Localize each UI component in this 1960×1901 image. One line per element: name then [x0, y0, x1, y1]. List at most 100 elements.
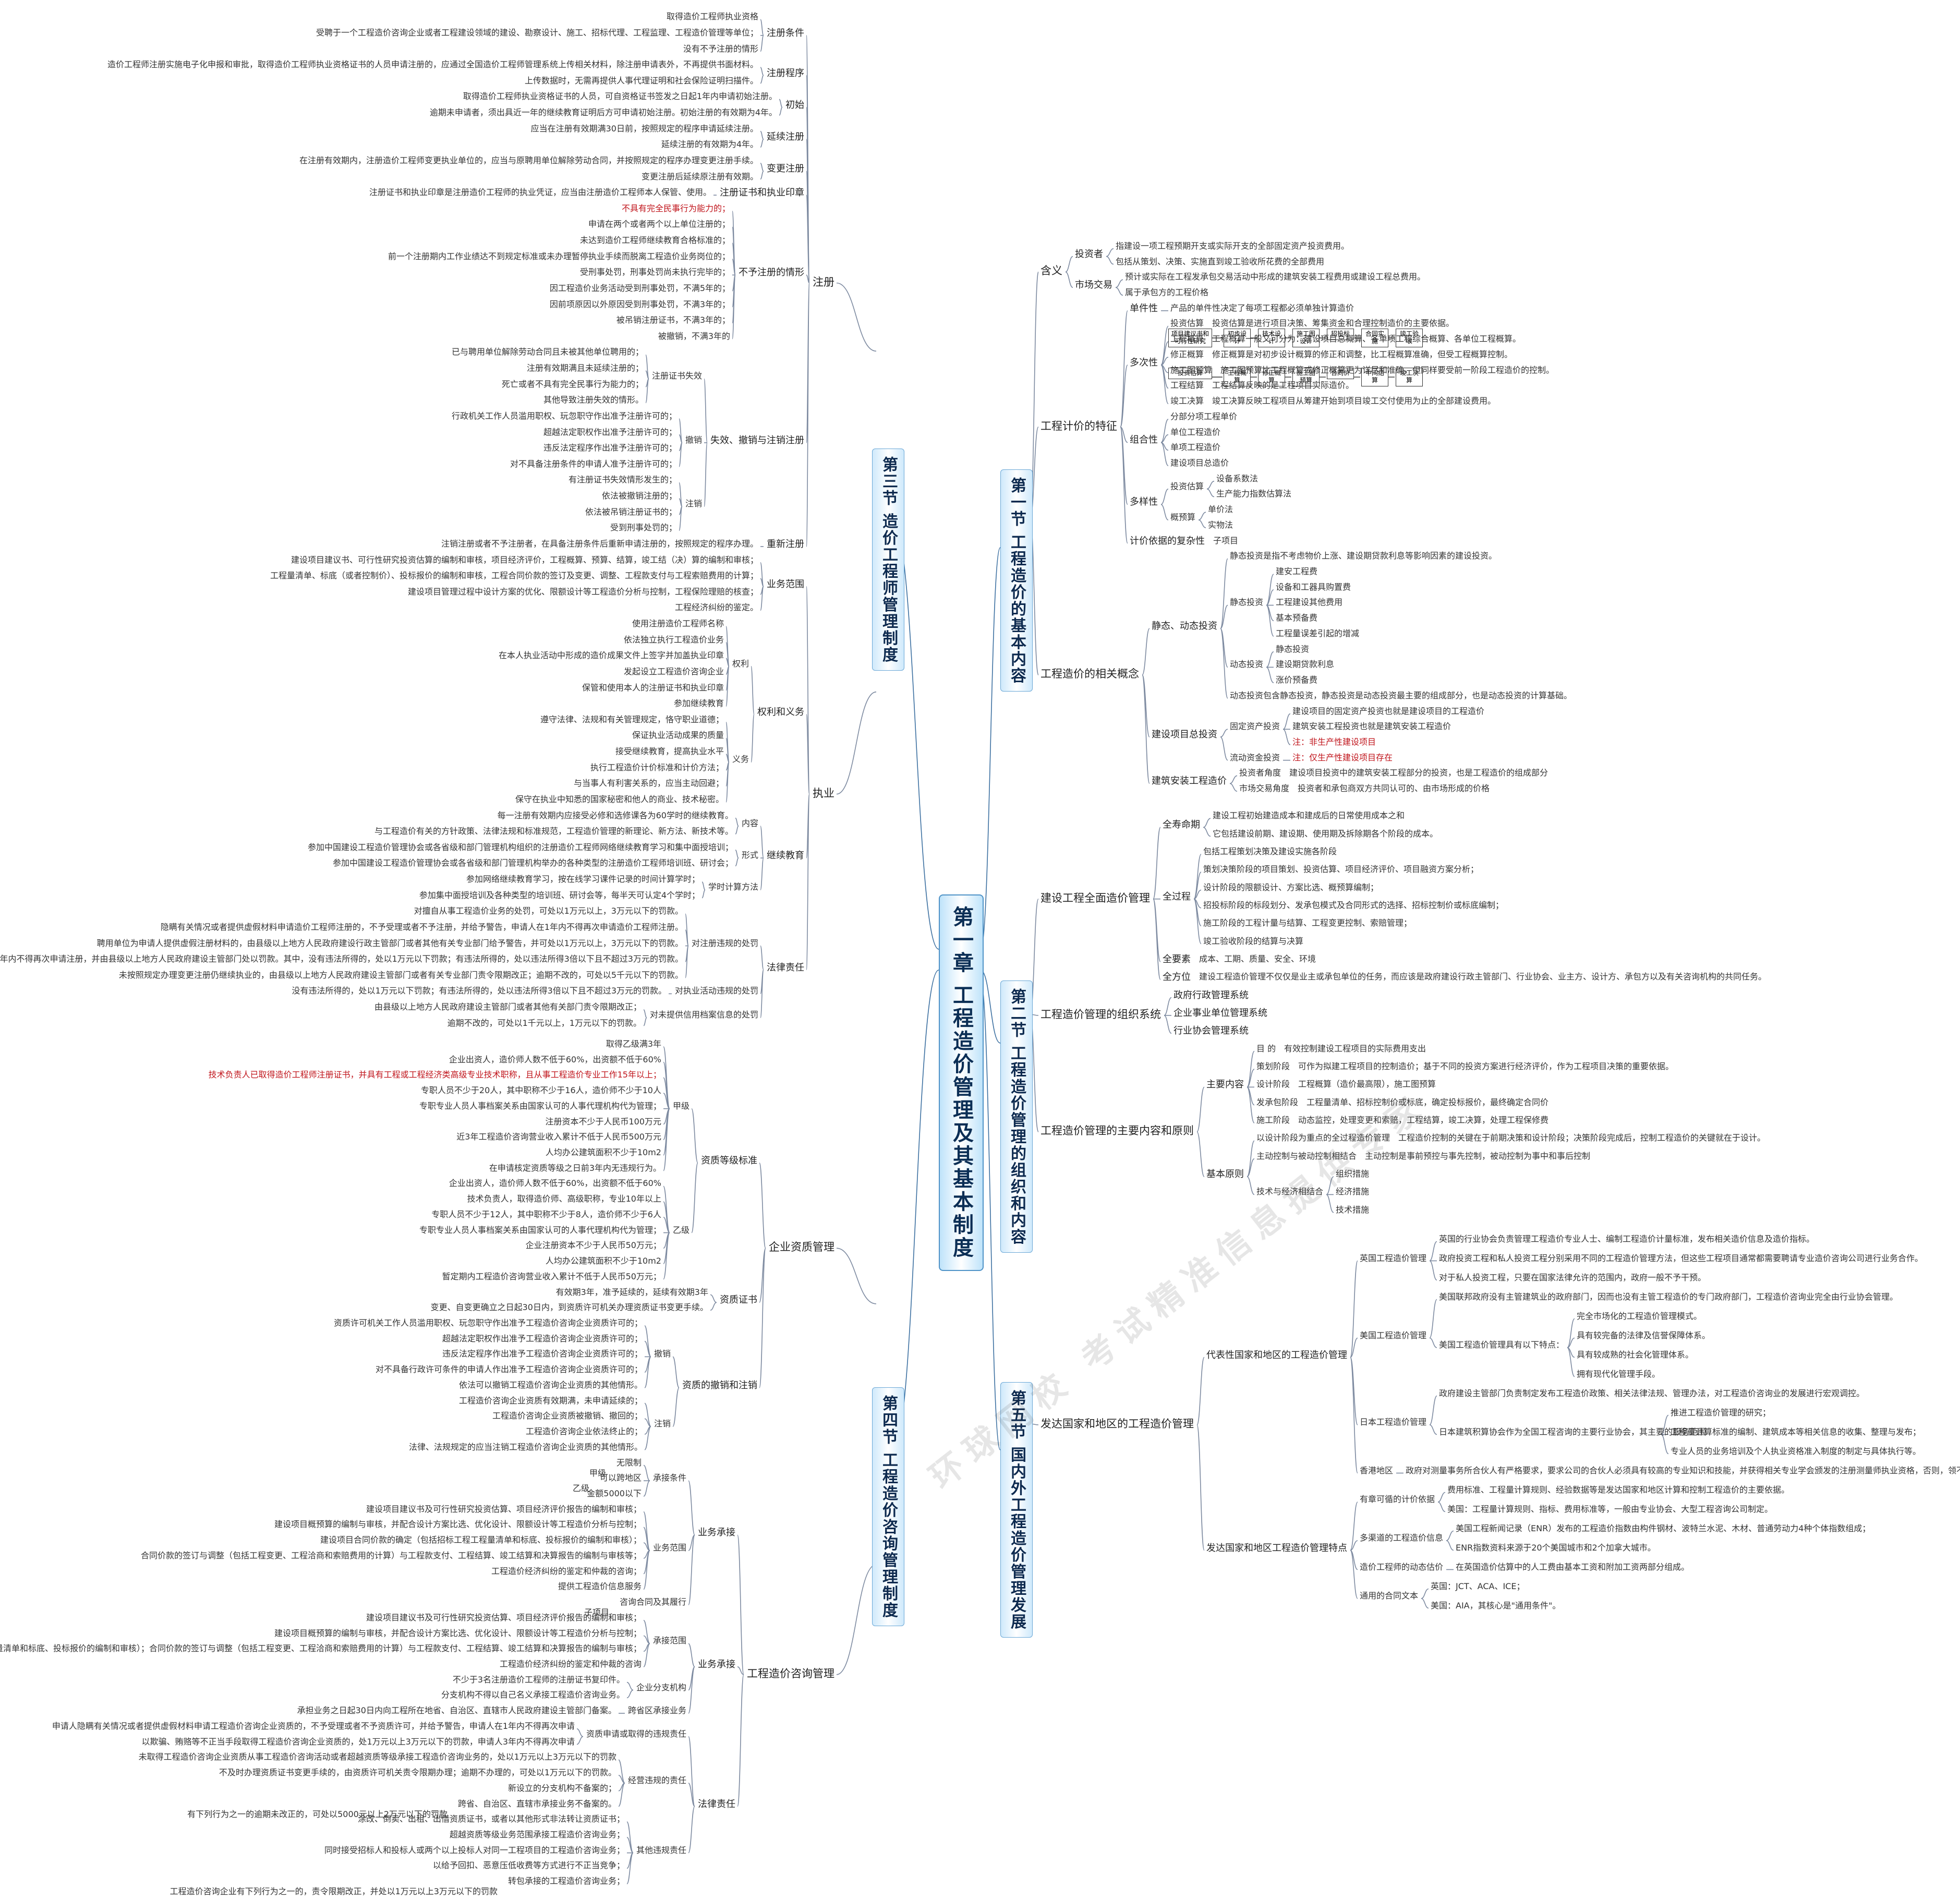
connector-line [760, 857, 764, 891]
mindmap-node: 修正概算 [1170, 349, 1204, 359]
mindmap-node: 违反法定程序作出准予注册许可的； [543, 443, 677, 453]
connector-line [836, 1248, 877, 1304]
flow-box: 合同实施 [1361, 329, 1388, 347]
connector-line [1120, 426, 1128, 443]
connector-line [701, 889, 706, 899]
connector-line [1567, 1347, 1575, 1377]
mindmap-node: 注册有效期满且未延续注册的； [526, 363, 644, 373]
connector-line [672, 1356, 680, 1388]
flow-box: 技术设计 [1258, 329, 1285, 347]
connector-line [725, 761, 730, 803]
mindmap-node: 不予注册的情形 [739, 267, 804, 279]
mindmap-node: 遵守法律、法规和有关管理规定，恪守职业道德； [540, 714, 724, 724]
mindmap-node: 产品的单件性决定了每项工程都必须单独计算造价 [1170, 302, 1354, 313]
connector-line [1247, 1069, 1255, 1088]
mindmap-node: 可以跨地区 [599, 1473, 642, 1483]
mindmap-node: 建设项目建议书、可行性研究投资估算的编制和审核，项目经济评价，工程概算、预算、结… [291, 554, 758, 565]
section-3-label: 第三节 造价工程师管理制度 [872, 449, 904, 671]
connector-line [1120, 426, 1128, 544]
connector-line [688, 1666, 695, 1714]
mindmap-node: 有章可循的计价依据 [1360, 1494, 1435, 1504]
mindmap-node: 美国联邦政府没有主管建筑业的政府部门，因而也没有主管工程造价的专门政府部门，工程… [1439, 1291, 1898, 1302]
mindmap-node: 承接范围 [652, 1636, 686, 1646]
section-2-label: 第二节 工程造价管理的组织和内容 [1000, 980, 1033, 1253]
connector-line [980, 980, 1001, 1450]
mindmap-node: 投资者角度 [1239, 768, 1281, 778]
mindmap-node: 投资者 [1075, 248, 1103, 260]
mindmap-node: 投资估算是进行项目决策、筹集资金和合理控制造价的主要依据。 [1212, 318, 1455, 329]
mindmap-node: 延续注册 [767, 131, 804, 142]
mindmap-node: 被吊销注册证书，不满3年的； [616, 315, 730, 325]
chapter-title: 第一章 工程造价管理及其基本制度 [939, 894, 984, 1271]
connector-line [1160, 442, 1169, 466]
mindmap-node: 参加网络继续教育学习，按在线学习课件记录的时间计算学时； [466, 874, 700, 885]
connector-line [806, 274, 810, 284]
mindmap-node: 发达国家和地区工程造价管理特点 [1206, 1542, 1347, 1554]
flow-box: 竣工决算 [1396, 368, 1423, 386]
connector-line [1160, 504, 1169, 520]
mindmap-node: 技术负责人已取得造价工程师注册证书，并具有工程或工程经济类高级专业技术职称，且从… [208, 1070, 661, 1080]
mindmap-node: 乙级 [572, 1483, 589, 1494]
connector-line [576, 1736, 584, 1745]
connector-line [1247, 1158, 1255, 1177]
mindmap-node: 企业分支机构 [636, 1682, 686, 1692]
connector-line [1160, 419, 1169, 443]
flow-box: 工程概算 [1224, 368, 1251, 386]
mindmap-node: 学时计算方法 [708, 882, 758, 892]
mindmap-node: 工程造价咨询企业依法终止的； [525, 1426, 643, 1437]
mindmap-node: 业务承接 [698, 1658, 735, 1670]
mindmap-node: 受聘于一个工程造价咨询企业或者工程建设领域的建设、勘察设计、施工、招标代理、工程… [316, 27, 758, 38]
mindmap-node: 工程建设其他费用 [1276, 597, 1343, 608]
connector-line [1429, 1299, 1437, 1339]
mindmap-node: 建筑安装工程造价 [1152, 776, 1227, 787]
mindmap-node: 全寿命期 [1163, 819, 1200, 831]
section-1-label: 第一节 工程造价的基本内容 [1000, 469, 1033, 692]
mindmap-node: 基本预备费 [1276, 613, 1318, 623]
mindmap-node: 造价工程师的动态估价 [1360, 1561, 1444, 1572]
mindmap-node: 工程经济纠纷的鉴定。 [674, 602, 758, 613]
connector-line [732, 274, 736, 340]
mindmap-node: 工程造价经济纠纷的鉴定和仲裁的咨询 [499, 1658, 642, 1669]
connector-line [626, 1837, 634, 1854]
connector-line [1106, 256, 1114, 265]
mindmap-node: 日本工程造价管理 [1360, 1417, 1427, 1427]
connector-line [1164, 1015, 1172, 1034]
mindmap-node: 专职专业人员人事档案关系由国家认可的人事代理机构代为管理； [419, 1100, 661, 1111]
mindmap-node: 建设项目建议书及可行性研究投资估算、项目经济评价报告的编制和审核； [366, 1612, 642, 1622]
connector-line [1350, 1549, 1358, 1599]
mindmap-node: 政府投资工程和私人投资工程分别采用不同的工程造价管理方法，但这些工程项目通常都需… [1439, 1253, 1923, 1263]
mindmap-node: 美国工程造价管理具有以下特点： [1439, 1340, 1565, 1350]
mindmap-node: 无限制 [616, 1457, 642, 1468]
flow-box: 施工图预算 [1292, 368, 1320, 386]
mindmap-node: 注册证书和执业印章是注册造价工程师的执业凭证，应当由注册造价工程师本人保管、使用… [369, 187, 711, 198]
mindmap-node: 权利 [732, 658, 749, 669]
mindmap-node: 费用标准、工程量计算规则、经验数据等是发达国家和地区计算和控制工程造价的主要依据… [1447, 1484, 1790, 1495]
connector-line [760, 969, 764, 1019]
flow-box: 修正概算 [1258, 368, 1285, 386]
connector-line [1164, 997, 1172, 1016]
mindmap-node: 对不具备行政许可条件的申请人作出准予工程造价咨询企业资质许可的； [375, 1364, 643, 1375]
mindmap-node: 参加中国建设工程造价管理协会或各省级和部门管理机构组织的注册造价工程师网络继续教… [307, 842, 733, 852]
mindmap-node: 施工阶段 [1256, 1115, 1290, 1125]
mindmap-node: 工程造价咨询企业有下列行为之一的，责令限期改正，并处以1万元以上3万元以下的罚款 [170, 1886, 498, 1897]
mindmap-node: 法律责任 [767, 962, 804, 973]
mindmap-node: 投资估算 [1170, 481, 1204, 491]
connector-line [1350, 1337, 1358, 1358]
connector-line [644, 1426, 651, 1450]
mindmap-node: 新设立的分支机构不备案的； [507, 1783, 616, 1793]
mindmap-node: 甲级 [672, 1100, 689, 1111]
connector-line [1247, 1176, 1255, 1195]
connector-line [1429, 1241, 1437, 1262]
mindmap-node: ENR指数资料来源于20个美国城市和2个加拿大城市。 [1456, 1542, 1656, 1553]
mindmap-node: 依法被吊销注册证书的； [585, 506, 677, 517]
mindmap-node: 参加继续教育 [673, 698, 724, 709]
mindmap-node: 对执业活动违规的处罚 [674, 986, 758, 996]
connector-line [1115, 279, 1123, 288]
mindmap-node: 对未提供信用档案信息的处罚 [649, 1010, 758, 1020]
connector-line [663, 1093, 670, 1109]
mindmap-node: 工程造价咨询企业资质被撤销、撤回的； [492, 1411, 643, 1421]
mindmap-node: 具有较完备的法律及信誉保障体系。 [1577, 1330, 1711, 1340]
mindmap-node: 生产能力指数估算法 [1216, 489, 1292, 499]
mindmap-node: 造价工程师注册实施电子化申报和审批，取得造价工程师执业资格证书的人员申请注册的，… [107, 59, 758, 70]
connector-line [1429, 1395, 1437, 1425]
